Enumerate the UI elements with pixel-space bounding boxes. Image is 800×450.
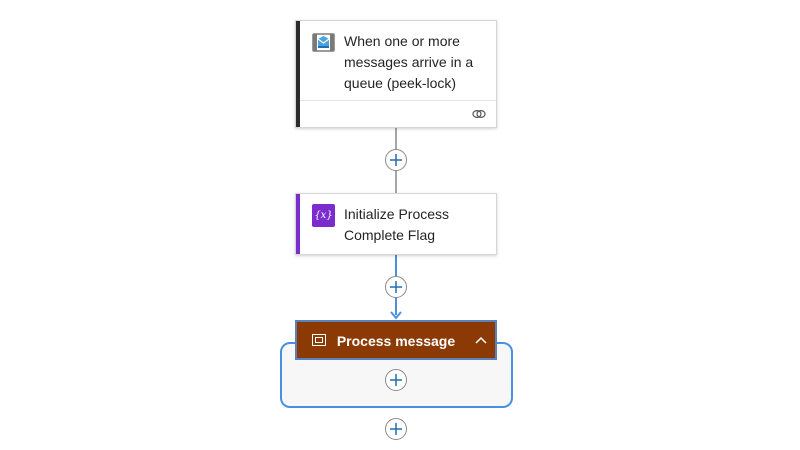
link-icon[interactable] xyxy=(472,108,486,120)
connector-arrow-icon xyxy=(390,311,402,320)
initialize-variable-title: Initialize Process Complete Flag xyxy=(344,206,450,243)
card-accent-bar xyxy=(296,194,300,254)
add-step-in-scope-button[interactable] xyxy=(385,369,407,391)
plus-icon xyxy=(390,281,402,293)
initialize-variable-card[interactable]: {x} Initialize Process Complete Flag xyxy=(295,193,497,255)
add-step-button[interactable] xyxy=(385,276,407,298)
plus-icon xyxy=(390,154,402,166)
add-step-button[interactable] xyxy=(385,149,407,171)
plus-icon xyxy=(390,374,402,386)
trigger-card[interactable]: When one or more messages arrive in a qu… xyxy=(295,20,497,128)
variable-icon: {x} xyxy=(312,204,335,227)
scope-header[interactable]: Process message xyxy=(295,320,497,360)
service-bus-icon xyxy=(312,31,335,54)
add-step-button[interactable] xyxy=(385,418,407,440)
trigger-footer xyxy=(300,100,496,127)
variable-icon-glyph: {x} xyxy=(314,210,333,221)
collapse-button[interactable] xyxy=(471,330,491,350)
scope-icon xyxy=(312,334,326,346)
plus-icon xyxy=(390,423,402,435)
chevron-up-icon xyxy=(475,336,487,344)
trigger-title: When one or more messages arrive in a qu… xyxy=(344,33,474,91)
card-accent-bar xyxy=(296,21,300,127)
scope-title: Process message xyxy=(336,333,456,349)
